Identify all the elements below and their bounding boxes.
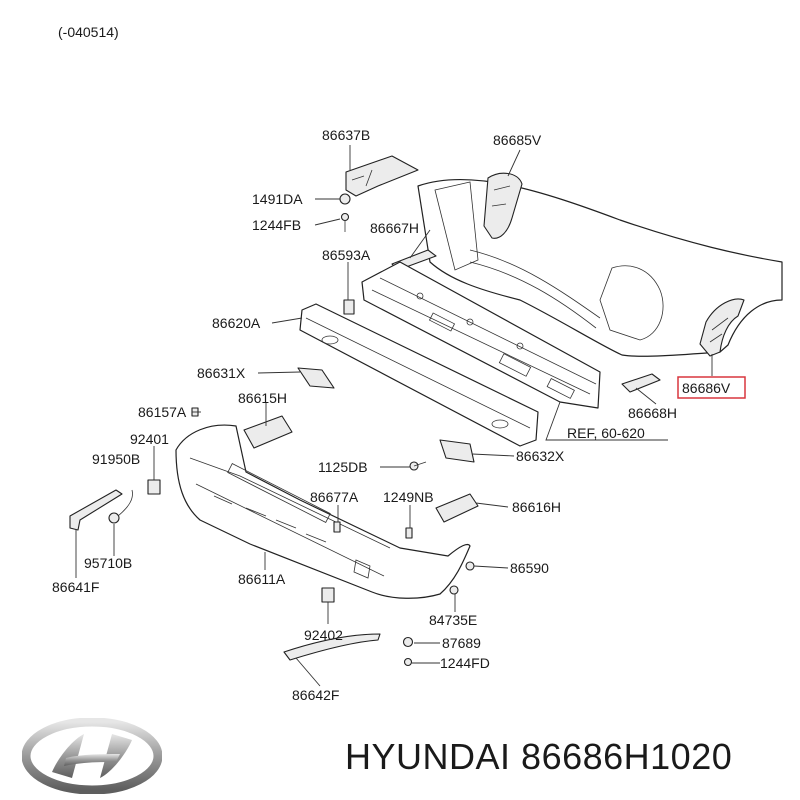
- part-1491DA-nut: [339, 193, 351, 205]
- part-86593A-clip: [343, 299, 355, 315]
- part-86685V-bracket: [483, 172, 523, 239]
- callout-86157A: 86157A: [138, 404, 187, 420]
- brand-name: HYUNDAI: [345, 736, 511, 777]
- callout-labels: 86637B 86685V 1491DA 1244FB 86667H 86593…: [52, 127, 731, 703]
- callout-86685V: 86685V: [493, 132, 542, 148]
- callout-1244FB: 1244FB: [252, 217, 301, 233]
- part-1125DB-bolt: [409, 461, 427, 471]
- part-86611A-bumper-cover: [175, 424, 471, 599]
- code-range-label: (-040514): [58, 24, 119, 40]
- callout-86632X: 86632X: [516, 448, 565, 464]
- callout-1244FD: 1244FD: [440, 655, 490, 671]
- part-86620A-absorber: [299, 303, 539, 447]
- callout-86611A: 86611A: [238, 571, 286, 587]
- callout-87689: 87689: [442, 635, 481, 651]
- part-91950B-reflector: [147, 479, 161, 495]
- part-84735E-nut: [449, 585, 459, 595]
- callout-86590: 86590: [510, 560, 549, 576]
- callout-86686V: 86686V: [682, 380, 731, 396]
- callout-92402: 92402: [304, 627, 343, 643]
- brand-part-number: HYUNDAI 86686H1020: [345, 736, 732, 778]
- part-86668H-strip: [621, 373, 661, 393]
- highlight-box: [677, 376, 746, 399]
- part-86590-grommet: [465, 561, 475, 571]
- rear-beam-ref: [361, 261, 601, 409]
- part-number: 86686H1020: [521, 736, 733, 777]
- callout-86631X: 86631X: [197, 365, 246, 381]
- callout-91950B: 91950B: [92, 451, 140, 467]
- callout-86593A: 86593A: [322, 247, 371, 263]
- callout-84735E: 84735E: [429, 612, 477, 628]
- part-1249NB-clip: [405, 527, 413, 539]
- part-87689-nut: [402, 636, 414, 648]
- part-86641F-harness: [69, 489, 133, 531]
- callout-86668H: 86668H: [628, 405, 677, 421]
- part-86686V-mudguard: [699, 298, 745, 357]
- part-92402-reflector: [321, 587, 335, 603]
- callout-86615H: 86615H: [238, 390, 287, 406]
- callout-92401: 92401: [130, 431, 169, 447]
- callout-1491DA: 1491DA: [252, 191, 303, 207]
- leader-lines: [75, 145, 713, 687]
- part-86637B-bracket: [345, 155, 419, 197]
- part-86615H-bracket: [243, 415, 293, 449]
- part-86631X-bracket: [297, 367, 335, 389]
- part-86677A-clip: [333, 521, 341, 533]
- callout-1249NB: 1249NB: [383, 489, 434, 505]
- callout-86637B: 86637B: [322, 127, 370, 143]
- part-86632X-bracket: [439, 439, 475, 463]
- callout-86620A: 86620A: [212, 315, 261, 331]
- part-86616H-bracket: [435, 493, 479, 523]
- callout-86677A: 86677A: [310, 489, 359, 505]
- callout-ref: REF, 60-620: [567, 425, 645, 441]
- callout-86667H: 86667H: [370, 220, 419, 236]
- callout-86641F: 86641F: [52, 579, 99, 595]
- part-1244FD-screw: [403, 657, 413, 667]
- part-1244FB-screw: [340, 212, 350, 232]
- callout-86642F: 86642F: [292, 687, 339, 703]
- callout-86616H: 86616H: [512, 499, 561, 515]
- callout-1125DB: 1125DB: [318, 459, 368, 475]
- callout-95710B: 95710B: [84, 555, 132, 571]
- part-86642F-strip: [283, 633, 381, 661]
- hyundai-logo-icon: [22, 718, 162, 794]
